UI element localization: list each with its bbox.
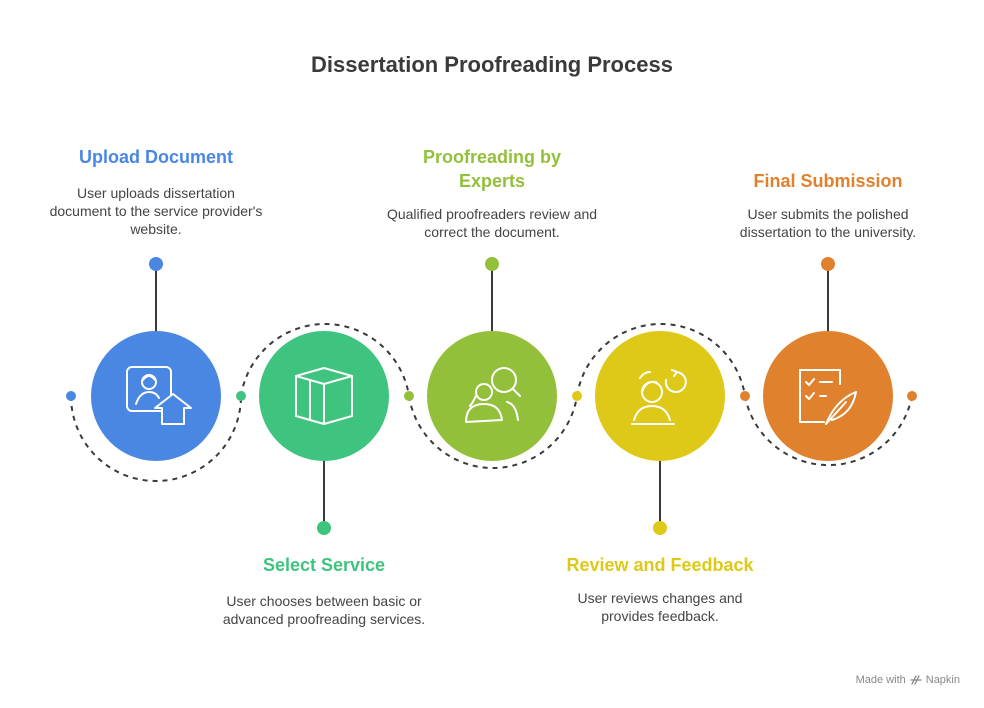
- junction-dot-2: [236, 391, 246, 401]
- step-desc-select-service: User chooses between basic or advanced p…: [222, 593, 426, 627]
- step-desc-review-and-feedback: User reviews changes and provides feedba…: [577, 590, 743, 624]
- step-title-review-and-feedback: Review and Feedback: [566, 555, 754, 575]
- made-with-napkin[interactable]: Made with Napkin: [856, 674, 960, 686]
- pin-1: [149, 257, 163, 271]
- step-circle-4: [595, 331, 725, 461]
- junction-dot-1: [66, 391, 76, 401]
- pin-4: [653, 521, 667, 535]
- step-circle-5: [763, 331, 893, 461]
- connector-arc-3-4: [576, 323, 746, 397]
- checklist-quill-icon: [799, 369, 857, 425]
- step-desc-final-submission: User submits the polished dissertation t…: [739, 206, 917, 240]
- step-desc-upload-document: User uploads dissertation document to th…: [49, 185, 263, 237]
- junction-dot-6: [907, 391, 917, 401]
- pin-2: [317, 521, 331, 535]
- junction-dot-5: [740, 391, 750, 401]
- napkin-logo-icon: [910, 675, 922, 685]
- step-title-upload-document: Upload Document: [78, 147, 233, 167]
- connector-arc-start: [70, 395, 242, 482]
- step-title-proofreading-by-experts: Proofreading by Experts: [422, 147, 561, 191]
- step-desc-proofreading-by-experts: Qualified proofreaders review and correc…: [386, 206, 598, 240]
- diagram-title: Dissertation Proofreading Process: [311, 52, 673, 77]
- people-magnifier-icon: [465, 367, 521, 423]
- napkin-brand-label: Napkin: [925, 674, 960, 686]
- junction-dot-3: [404, 391, 414, 401]
- connector-arc-2-3: [408, 395, 578, 469]
- step-title-final-submission: Final Submission: [753, 171, 903, 191]
- step-circle-1: [91, 331, 221, 461]
- junction-dot-4: [572, 391, 582, 401]
- pin-5: [821, 257, 835, 271]
- connector-arc-end: [744, 395, 913, 467]
- user-upload-icon: [126, 366, 192, 425]
- box-icon: [295, 367, 353, 425]
- connector-arc-1-2: [240, 323, 410, 397]
- pin-3: [485, 257, 499, 271]
- person-refresh-icon: [631, 369, 687, 425]
- made-with-label: Made with: [855, 674, 906, 686]
- step-title-select-service: Select Service: [262, 555, 386, 575]
